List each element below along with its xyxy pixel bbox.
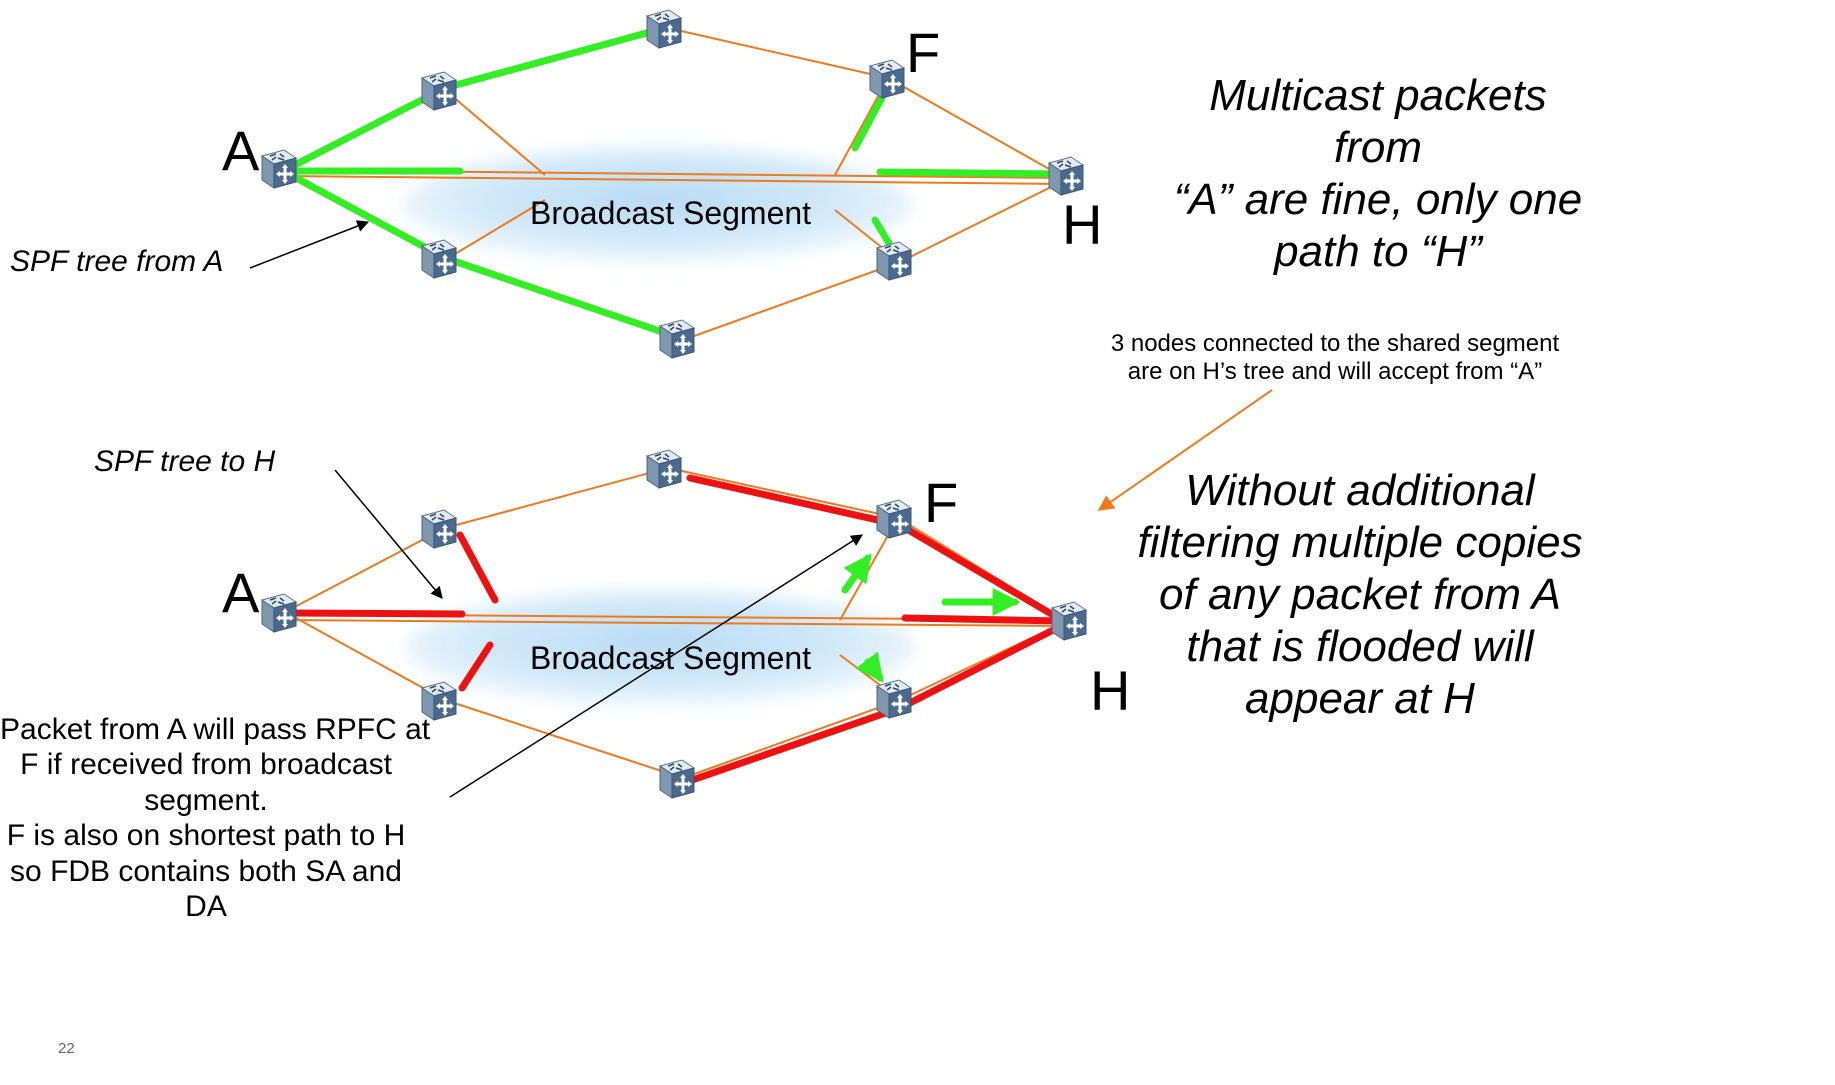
bottom-node-upper2-switch-icon xyxy=(645,448,683,490)
top-note-line: path to “H” xyxy=(1274,226,1482,276)
top-node-a-switch-icon xyxy=(260,148,298,190)
callout-line: 3 nodes connected to the shared segment xyxy=(1110,330,1560,357)
top-node-lower2-switch-icon xyxy=(658,318,696,360)
top-note-line: “A” are fine, only one xyxy=(1173,174,1583,224)
bottom-explanation-note: Without additional filtering multiple co… xyxy=(1130,465,1590,725)
rpfc-note-line: segment. xyxy=(144,783,268,817)
bottom-note-line: that is flooded will xyxy=(1186,621,1534,671)
bottom-node-lower3-switch-icon xyxy=(875,678,913,720)
bottom-node-f-switch-icon xyxy=(875,498,913,540)
top-node-lower3-switch-icon xyxy=(875,240,913,282)
bottom-node-lower2-switch-icon xyxy=(658,758,696,800)
bottom-flood-arrows xyxy=(841,553,1021,683)
top-node-f-switch-icon xyxy=(868,58,906,100)
callout-pointer-arrow xyxy=(1097,389,1273,511)
bottom-note-line: Without additional xyxy=(1185,466,1535,515)
rpfc-note-line: F is also on shortest path to H xyxy=(6,819,406,853)
bottom-note-line: appear at H xyxy=(1245,673,1475,723)
bottom-note-line: filtering multiple copies xyxy=(1137,517,1583,567)
top-node-h-switch-icon xyxy=(1047,155,1085,197)
bottom-node-h-switch-icon xyxy=(1050,600,1088,642)
top-node-a-label: A xyxy=(222,119,260,182)
rpfc-note-line: so FDB contains both SA and xyxy=(10,854,402,888)
bottom-spf-label: SPF tree to H xyxy=(94,445,276,478)
rpfc-note-line: F if received from broadcast xyxy=(20,748,392,782)
page-number: 22 xyxy=(58,1040,75,1057)
shared-segment-callout: 3 nodes connected to the shared segment … xyxy=(1085,330,1585,387)
bottom-spf-pointer-arrow xyxy=(334,469,443,599)
bottom-node-a-label: A xyxy=(222,561,260,624)
top-spf-pointer-arrow xyxy=(249,220,370,269)
top-spf-label: SPF tree from A xyxy=(10,245,224,278)
bottom-note-line: of any packet from A xyxy=(1159,569,1561,619)
top-node-lower1-switch-icon xyxy=(420,238,458,280)
bottom-node-f-label: F xyxy=(924,471,959,534)
bottom-node-a-switch-icon xyxy=(260,592,298,634)
bottom-diagram xyxy=(260,389,1273,800)
bottom-broadcast-cloud xyxy=(405,590,915,706)
top-explanation-note: Multicast packets from “A” are fine, onl… xyxy=(1168,70,1588,278)
top-node-h-label: H xyxy=(1062,193,1103,256)
callout-line: are on H’s tree and will accept from “A” xyxy=(1127,358,1543,386)
rpfc-note-line: Packet from A will pass RPFC at xyxy=(0,713,431,746)
bottom-segment-label: Broadcast Segment xyxy=(530,640,812,676)
top-node-f-label: F xyxy=(906,21,941,84)
top-note-line: Multicast packets from xyxy=(1209,71,1547,172)
top-segment-label: Broadcast Segment xyxy=(530,195,812,231)
rpfc-note-line: DA xyxy=(185,889,227,923)
top-node-upper2-switch-icon xyxy=(645,8,683,50)
bottom-node-upper1-switch-icon xyxy=(420,508,458,550)
top-node-upper1-switch-icon xyxy=(420,70,458,112)
rpfc-explanation-note: Packet from A will pass RPFC at F if rec… xyxy=(0,712,431,924)
top-diagram xyxy=(249,8,1085,360)
bottom-node-h-label: H xyxy=(1090,659,1131,722)
rpfc-pointer-arrow xyxy=(449,534,864,798)
